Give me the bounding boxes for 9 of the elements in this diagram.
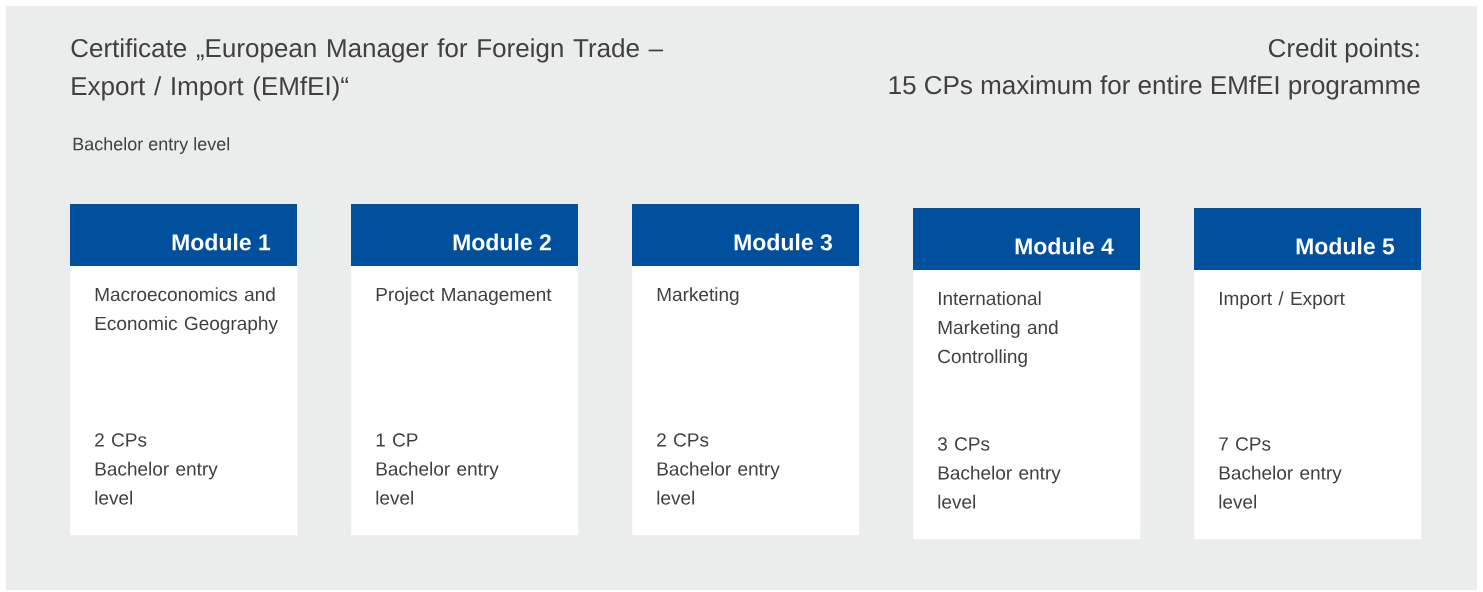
module-card: Module 5 Import / Export 7 CPs Bachelor entry level [1194,208,1422,540]
credit-heading: Credit points: [1268,38,1419,63]
title: Certificate „European Manager for Foreign Trade – Export / Import (EMfEI)“ [71,38,664,101]
module-card: Module 3 Marketing 2 CPs Bachelor entry level [632,204,860,536]
module-card: Module 2 Project Management 1 CP Bachelor entry level [351,204,579,536]
credit-note: 15 CPs maximum for entire EMfEI programme [889,75,1420,100]
module-card: Module 1 Macroeconomics and Economic Geography 2 CPs Bachelor entry level [70,204,298,536]
module-card: Module 4 International Marketing and Controlling 3 CPs Bachelor entry level [913,208,1141,540]
entry-level-note: Bachelor entry level [73,137,230,154]
